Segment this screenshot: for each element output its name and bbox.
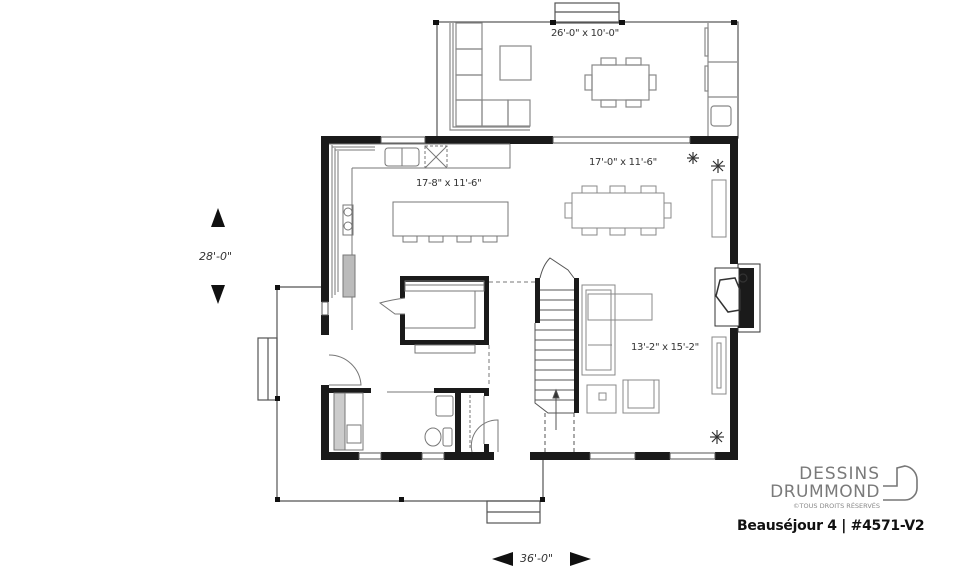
dining-dimension-label: 17'-0" x 11'-6" — [589, 157, 657, 168]
kitchen-dimension-label: 17-8" x 11'-6" — [416, 178, 482, 189]
plant-icons — [687, 152, 725, 444]
kitchen-cabinets — [329, 143, 511, 330]
fireplace — [714, 263, 761, 333]
arrow-down-icon — [211, 285, 225, 304]
mudroom — [321, 354, 499, 453]
pantry — [378, 276, 540, 385]
front-porch — [257, 285, 545, 524]
porch-dimension-label: 26'-0" x 10'-0" — [551, 28, 619, 39]
arrow-left-icon — [492, 552, 513, 566]
brand-logo: DESSINS DRUMMOND ©TOUS DROITS RÉSERVÉS — [752, 462, 952, 542]
arrow-up-icon — [211, 208, 225, 227]
dimension-arrows — [211, 208, 591, 566]
dining-furniture — [564, 179, 727, 238]
brand-line-1: DESSINS — [799, 464, 880, 484]
living-furniture — [581, 284, 727, 414]
width-dimension: 36'-0" — [520, 552, 554, 565]
exterior-walls — [321, 136, 738, 460]
arrow-right-icon — [570, 552, 591, 566]
depth-dimension: 28'-0" — [199, 250, 233, 263]
living-dimension-label: 13'-2" x 15'-2" — [631, 342, 699, 353]
brand-line-2: DRUMMOND — [770, 482, 880, 502]
brand-logo-icon — [883, 465, 918, 501]
screened-porch — [433, 2, 739, 139]
windows — [321, 136, 716, 460]
plan-title: Beauséjour 4 | #4571-V2 — [737, 518, 925, 534]
stairs — [534, 257, 579, 452]
brand-copyright: ©TOUS DROITS RÉSERVÉS — [793, 502, 880, 510]
